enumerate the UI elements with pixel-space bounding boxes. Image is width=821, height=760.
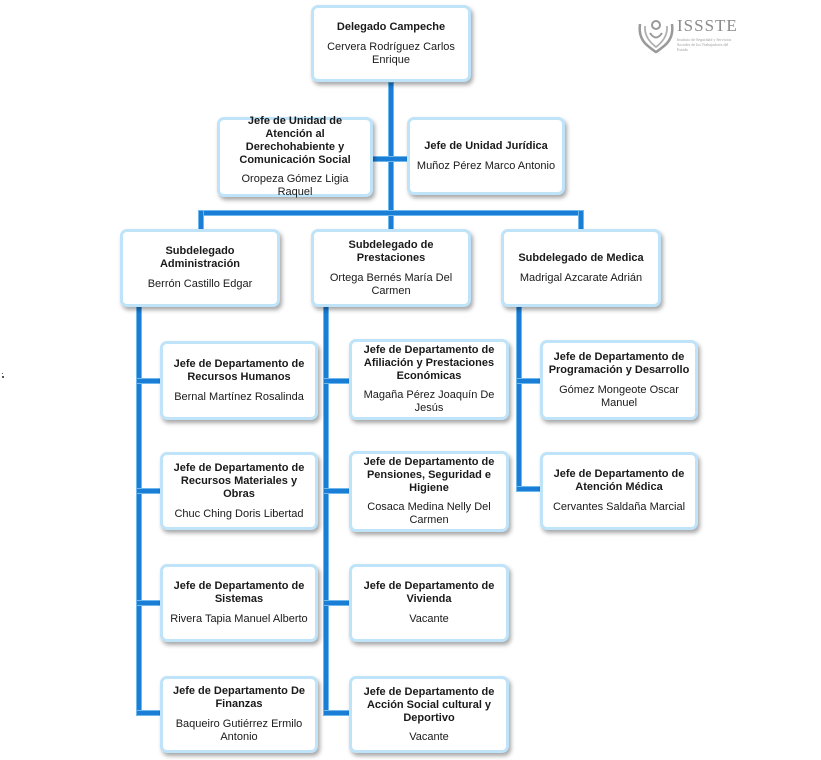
node-title: Subdelegado Administración xyxy=(159,245,241,270)
node-name: Baqueiro Gutiérrez Ermilo Antonio xyxy=(175,718,303,743)
node-name: Oropeza Gómez Ligia Raquel xyxy=(241,173,349,198)
node-title: Jefe de Unidad Jurídica xyxy=(424,139,548,152)
node-title: Jefe de Departamento de Vivienda xyxy=(363,580,495,605)
node-programacion: Jefe de Departamento de Programación y D… xyxy=(540,340,698,420)
node-name: Vacante xyxy=(409,730,449,743)
node-title: Jefe de Departamento De Finanzas xyxy=(172,685,306,710)
node-vivienda: Jefe de Departamento de Vivienda Vacante xyxy=(349,564,509,642)
node-name: Magaña Pérez Joaquín De Jesús xyxy=(363,389,495,414)
node-title: Jefe de Unidad de Atención al Derechohab… xyxy=(239,115,351,166)
node-title: Subdelegado de Prestaciones xyxy=(348,238,434,264)
connector-subdelegados-bar xyxy=(198,210,584,216)
node-title: Subdelegado de Medica xyxy=(518,251,644,264)
node-subdelegado-medica: Subdelegado de Medica Madrigal Azcarate … xyxy=(501,229,661,307)
node-atencion-derechohabiente: Jefe de Unidad de Atención al Derechohab… xyxy=(217,115,373,198)
issste-emblem-icon xyxy=(638,20,674,54)
node-title: Delegado Campeche xyxy=(336,20,446,33)
node-afiliacion: Jefe de Departamento de Afiliación y Pre… xyxy=(349,339,509,420)
node-finanzas: Jefe de Departamento De Finanzas Baqueir… xyxy=(160,676,318,753)
node-sistemas: Jefe de Departamento de Sistemas Rivera … xyxy=(160,564,318,642)
connector-prest-vertical xyxy=(323,306,329,716)
node-pensiones: Jefe de Departamento de Pensiones, Segur… xyxy=(349,451,509,532)
connector-top-units xyxy=(372,156,408,162)
node-title: Jefe de Departamento de Afiliación y Pre… xyxy=(363,344,495,382)
node-recursos-materiales: Jefe de Departamento de Recursos Materia… xyxy=(160,452,318,530)
node-atencion-medica: Jefe de Departamento de Atención Médica … xyxy=(540,452,698,530)
node-name: Ortega Bernés María Del Carmen xyxy=(329,271,453,297)
stray-mark-text: . xyxy=(1,366,4,377)
node-title: Jefe de Departamento de Pensiones, Segur… xyxy=(363,456,495,494)
logo-subtitle: Instituto de Seguridad y Servicios Socia… xyxy=(677,37,732,52)
logo-text: ISSSTE xyxy=(677,16,738,35)
node-title: Jefe de Departamento de Recursos Humanos xyxy=(173,357,305,383)
node-name: Madrigal Azcarate Adrián xyxy=(519,271,643,284)
connector-admin-vertical xyxy=(136,306,142,716)
node-name: Cosaca Medina Nelly Del Carmen xyxy=(367,501,491,526)
node-juridica: Jefe de Unidad Jurídica Muñoz Pérez Marc… xyxy=(407,117,565,195)
node-subdelegado-administracion: Subdelegado Administración Berrón Castil… xyxy=(120,229,280,307)
node-name: Rivera Tapia Manuel Alberto xyxy=(170,613,308,625)
node-title: Jefe de Departamento de Atención Médica xyxy=(553,468,685,493)
node-delegado: Delegado Campeche Cervera Rodríguez Carl… xyxy=(311,5,471,82)
node-name: Berrón Castillo Edgar xyxy=(147,278,253,290)
node-name: Cervantes Saldaña Marcial xyxy=(552,501,686,513)
node-title: Jefe de Departamento de Acción Social cu… xyxy=(363,685,495,724)
connector-medica-vertical xyxy=(516,306,522,492)
node-name: Cervera Rodríguez Carlos Enrique xyxy=(327,40,455,66)
node-name: Muñoz Pérez Marco Antonio xyxy=(416,159,556,172)
node-accion-social: Jefe de Departamento de Acción Social cu… xyxy=(349,676,509,753)
node-name: Chuc Ching Doris Libertad xyxy=(174,507,304,520)
issste-logo xyxy=(636,16,740,58)
node-title: Jefe de Departamento de Recursos Materia… xyxy=(173,461,305,500)
node-title: Jefe de Departamento de Programación y D… xyxy=(548,350,690,376)
node-name: Vacante xyxy=(409,613,449,625)
node-recursos-humanos: Jefe de Departamento de Recursos Humanos… xyxy=(160,341,318,420)
node-subdelegado-prestaciones: Subdelegado de Prestaciones Ortega Berné… xyxy=(311,229,471,307)
node-title: Jefe de Departamento de Sistemas xyxy=(173,580,305,605)
node-name: Bernal Martínez Rosalinda xyxy=(174,390,304,403)
stray-mark xyxy=(2,376,4,378)
node-name: Gómez Mongeote Oscar Manuel xyxy=(559,383,679,409)
